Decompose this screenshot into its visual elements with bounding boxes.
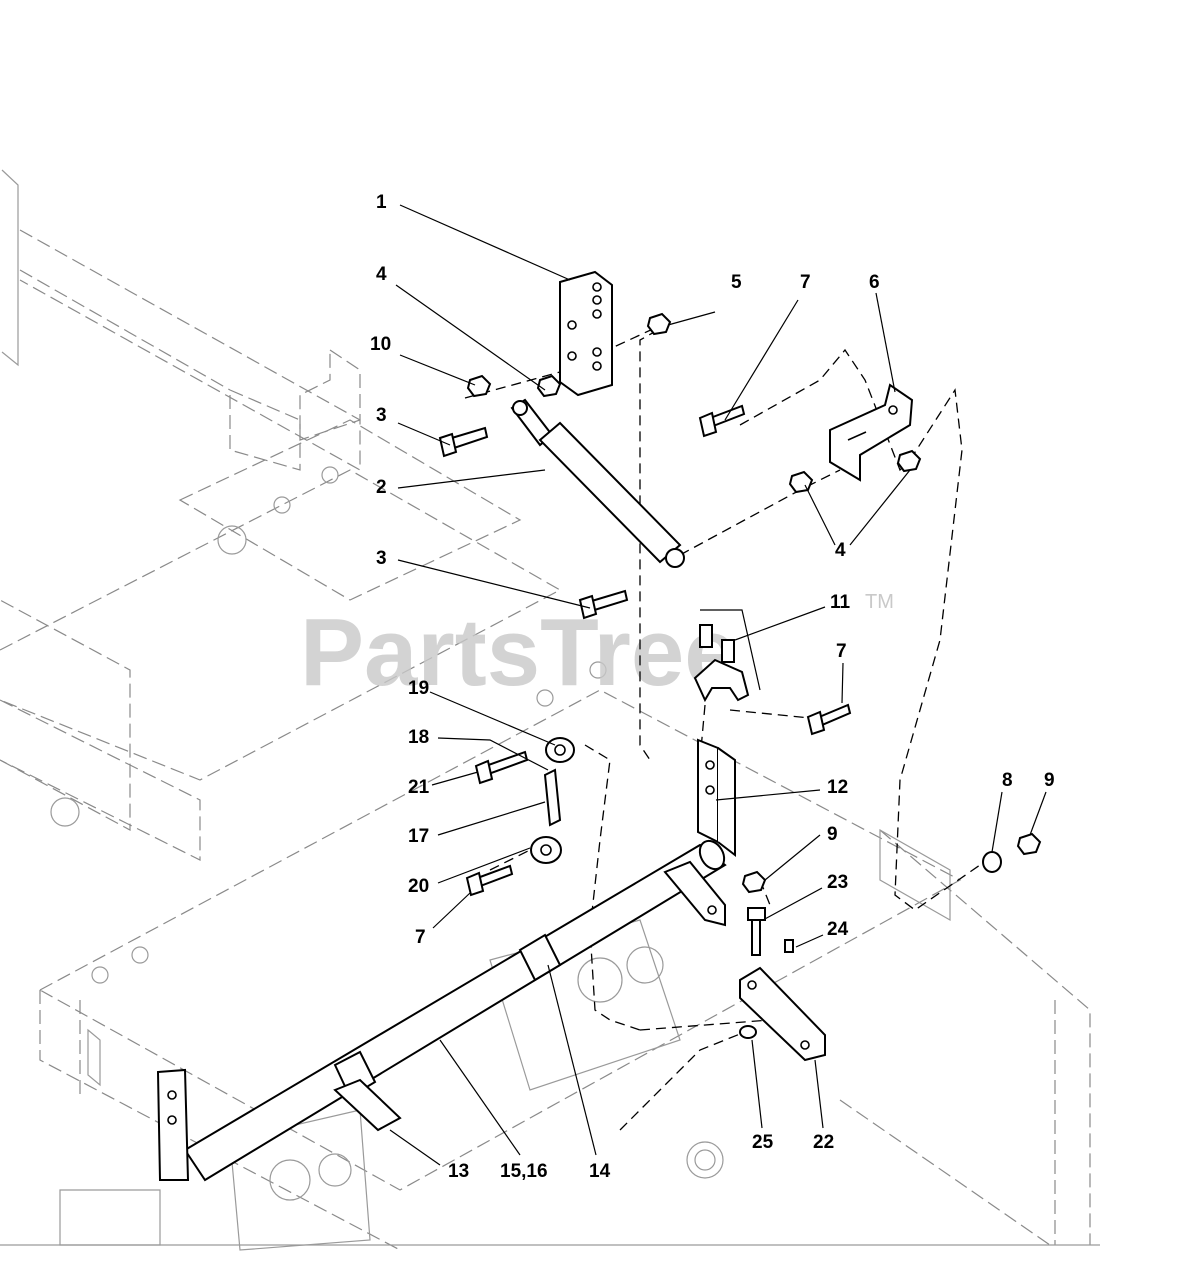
callout-1[interactable]: 1 xyxy=(376,192,387,213)
callout-7-lower[interactable]: 7 xyxy=(415,927,426,948)
callout-14[interactable]: 14 xyxy=(589,1161,611,1182)
callout-3-lower[interactable]: 3 xyxy=(376,548,387,569)
callout-labels: 1 4 5 7 6 10 3 2 3 4 11 7 19 18 21 12 8 … xyxy=(370,192,1055,1182)
callout-5[interactable]: 5 xyxy=(731,272,742,293)
part-17-to-20-link-rod xyxy=(530,737,575,864)
watermark-text: PartsTree xyxy=(300,599,738,706)
callout-13[interactable]: 13 xyxy=(448,1161,469,1182)
callout-4-lower[interactable]: 4 xyxy=(835,540,846,561)
part-12-bracket-tube xyxy=(697,738,736,858)
part-1-bracket-plate xyxy=(559,270,613,397)
callout-2[interactable]: 2 xyxy=(376,477,387,498)
watermark: PartsTree TM xyxy=(300,591,894,706)
callout-19[interactable]: 19 xyxy=(408,678,429,699)
callout-9-right[interactable]: 9 xyxy=(1044,770,1055,791)
callout-7-mid[interactable]: 7 xyxy=(836,641,847,662)
callout-6[interactable]: 6 xyxy=(869,272,880,293)
part-6-angle-bracket xyxy=(829,383,914,482)
part-14-bushing xyxy=(518,933,562,982)
callout-3-upper[interactable]: 3 xyxy=(376,405,387,426)
callout-15-16[interactable]: 15,16 xyxy=(500,1161,548,1182)
hardware-bolts-nuts xyxy=(438,312,1042,1039)
part-11-clamp xyxy=(693,624,750,703)
watermark-tm: TM xyxy=(865,591,894,613)
shaft-arm-left xyxy=(156,1068,190,1181)
callout-22[interactable]: 22 xyxy=(813,1132,834,1153)
callout-20[interactable]: 20 xyxy=(408,876,429,897)
callout-18[interactable]: 18 xyxy=(408,727,429,748)
callout-4-upper[interactable]: 4 xyxy=(376,264,387,285)
callout-7-upper[interactable]: 7 xyxy=(800,272,811,293)
callout-23[interactable]: 23 xyxy=(827,872,848,893)
assembly-lines xyxy=(464,327,981,1131)
part-2-gas-strut xyxy=(510,398,685,568)
callout-9-mid[interactable]: 9 xyxy=(827,824,838,845)
callout-21[interactable]: 21 xyxy=(408,777,430,798)
callout-8[interactable]: 8 xyxy=(1002,770,1013,791)
callout-10[interactable]: 10 xyxy=(370,334,391,355)
leader-lines xyxy=(389,204,1047,1166)
part-13-bushing xyxy=(333,1050,402,1132)
part-15-16-rock-shaft xyxy=(183,839,727,1182)
part-22-arm xyxy=(739,966,826,1062)
callout-24[interactable]: 24 xyxy=(827,919,849,940)
mower-frame-background xyxy=(0,169,1100,1251)
callout-25[interactable]: 25 xyxy=(752,1132,774,1153)
shaft-arm-mid xyxy=(663,860,726,927)
callout-11[interactable]: 11 xyxy=(830,592,851,613)
callout-17[interactable]: 17 xyxy=(408,826,429,847)
callout-12[interactable]: 12 xyxy=(827,777,848,798)
